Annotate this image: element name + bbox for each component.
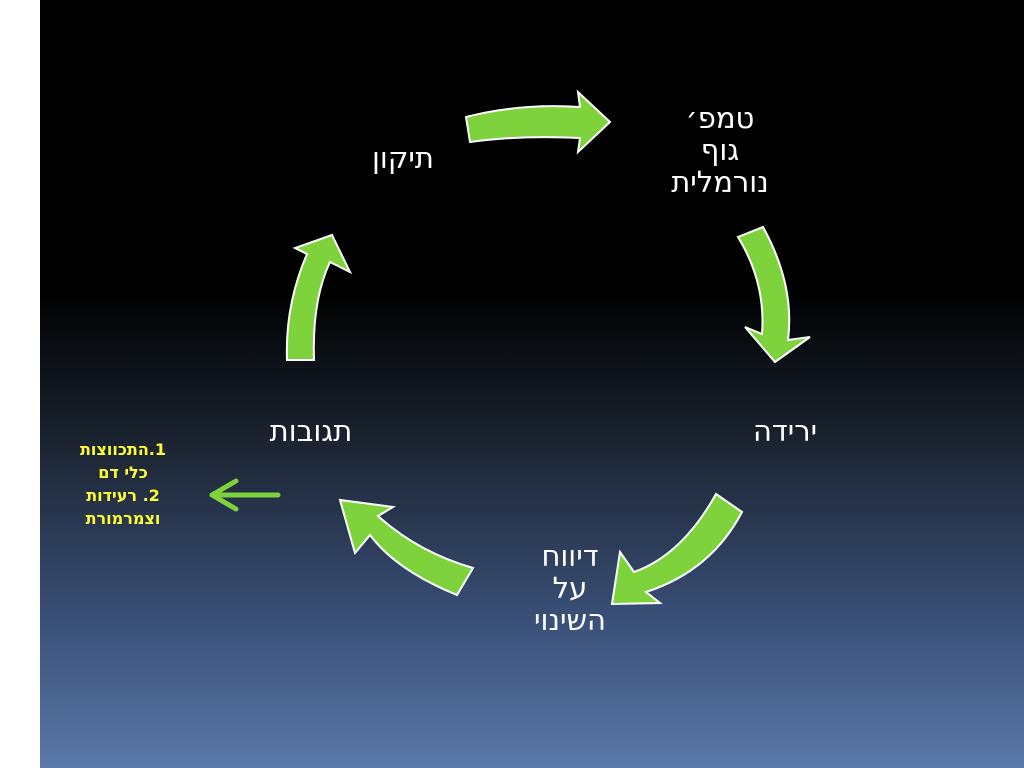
side-note-line: 1.התכווצות (79, 440, 167, 459)
node-drop: ירידה (730, 415, 840, 447)
curved-arrow-icon (464, 89, 612, 155)
node-responses: תגובות (236, 415, 386, 447)
cycle-arrows (209, 89, 811, 606)
node-line: טמפ׳ (685, 101, 755, 135)
node-line: ירידה (752, 414, 818, 448)
node-correction: תיקון (343, 142, 463, 174)
left-margin-strip (0, 0, 40, 768)
node-body-temp: טמפ׳ גוף נורמלית (610, 102, 830, 198)
node-line: תגובות (269, 414, 353, 448)
curved-arrow-icon (338, 498, 475, 597)
node-line: דיווח (541, 539, 599, 573)
node-line: גוף (700, 133, 740, 167)
node-line: השינוי (534, 603, 606, 637)
curved-arrow-icon (736, 225, 811, 364)
side-note-line: כלי דם (98, 463, 148, 482)
curved-arrow-icon (285, 233, 353, 361)
node-line: נורמלית (671, 165, 769, 199)
node-line: על (552, 571, 588, 605)
side-note-line: וצמרמורת (85, 509, 161, 528)
node-line: תיקון (372, 141, 434, 175)
node-report: דיווח על השינוי (480, 540, 660, 636)
slide: טמפ׳ גוף נורמלית ירידה דיווח על השינוי ת… (40, 0, 1024, 768)
curved-arrow-icon (610, 492, 744, 606)
left-arrow-icon (209, 478, 281, 512)
side-note-line: 2. רעידות (86, 486, 160, 505)
side-note: 1.התכווצות כלי דם 2. רעידות וצמרמורת (58, 438, 188, 530)
